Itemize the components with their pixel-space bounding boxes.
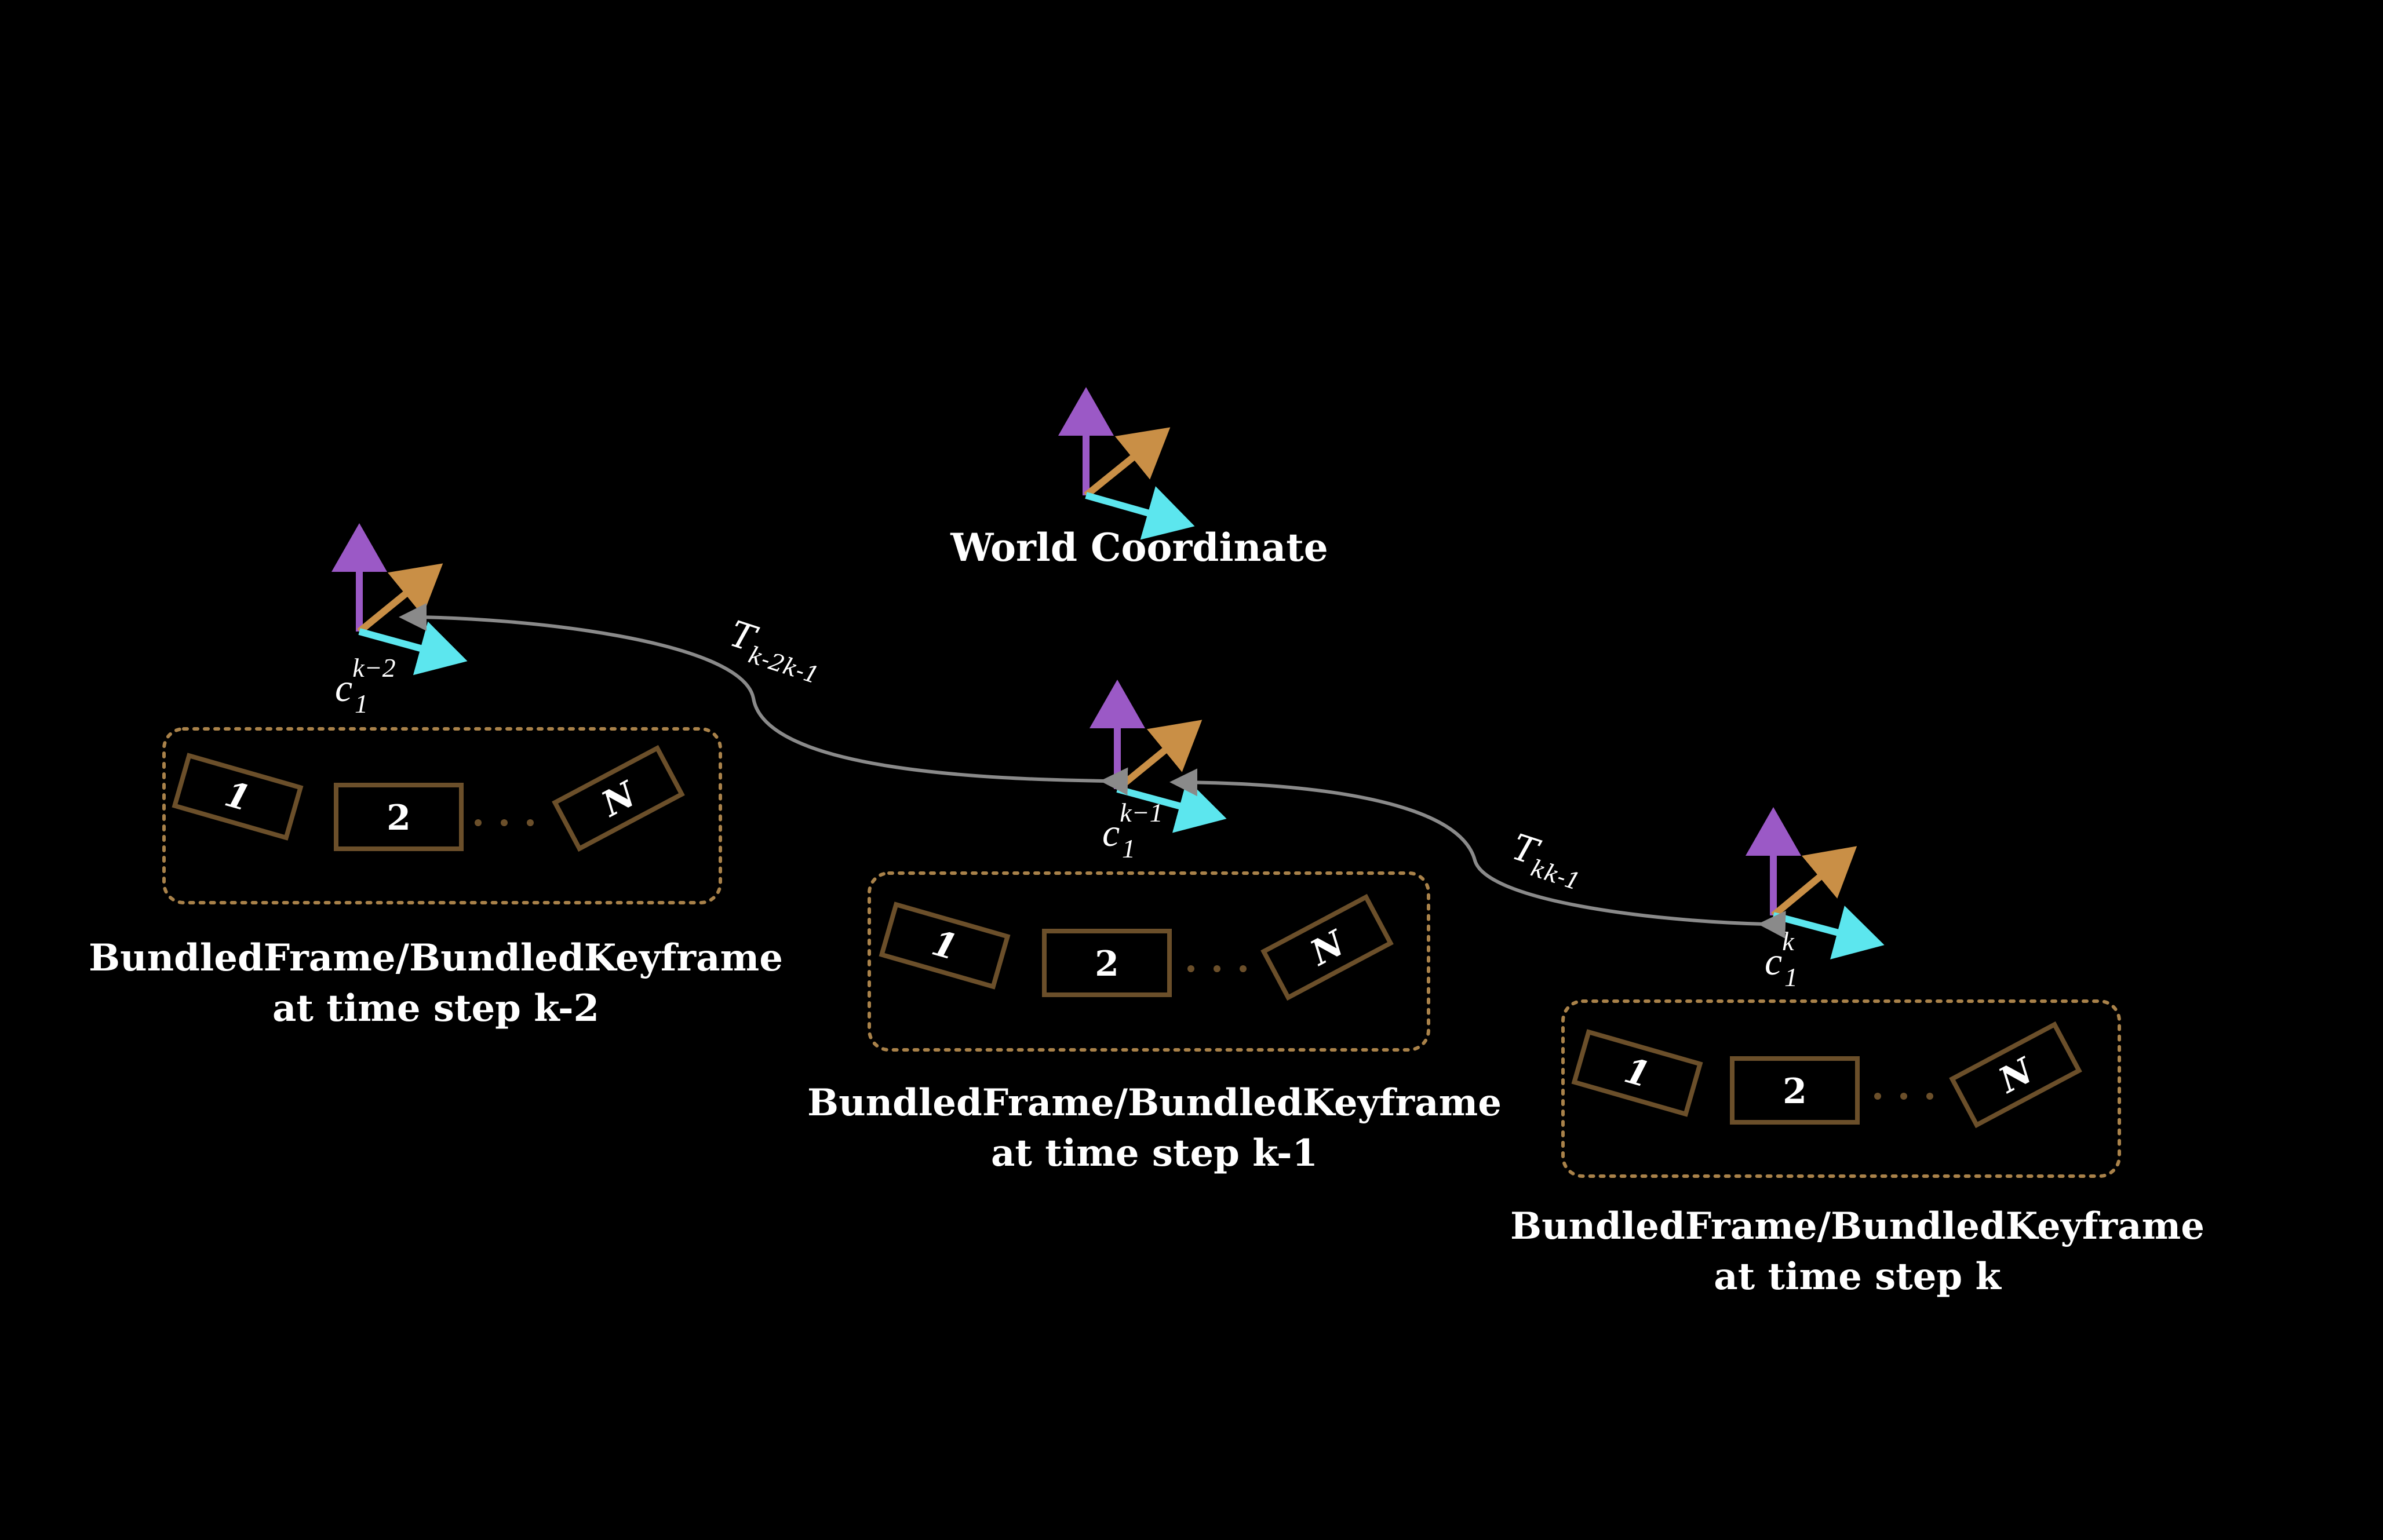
world-axes [1058,387,1195,540]
bundle-k-2-border [162,727,722,904]
bundle-k-ellipsis [1874,1093,1933,1100]
bundle-k-2-caption-line2: at time step k-2 [272,987,599,1030]
svg-text:2: 2 [387,798,411,838]
world-coordinate-label: World Coordinate [950,525,1328,570]
bundle-k-border [1561,999,2121,1178]
transform-arrow-k-k-1 [1169,768,1786,939]
bundle-k-1-caption-line2: at time step k-1 [991,1132,1318,1175]
bundle-k-1-caption-line1: BundledFrame/BundledKeyframe [807,1081,1502,1125]
world-axis-right-icon [1085,486,1195,540]
bundle-k-caption-line1: BundledFrame/BundledKeyframe [1510,1205,2205,1248]
transform-arrow-k-2-k-1 [399,603,1128,795]
cam-k-axis-right-icon [1772,906,1885,959]
world-axis-diag-icon [1084,427,1171,498]
cam-k-axis-diag-icon [1771,846,1857,918]
bundle-k-frame-2: 2 [1730,1056,1860,1125]
cam-k-2-axis-diag-icon [357,563,443,634]
bundle-k-1-border [868,871,1430,1052]
cam-k-1-axis-diag-icon [1115,720,1203,792]
bundle-k-caption-line2: at time step k [1714,1255,2002,1298]
bundle-k-2-ellipsis [475,819,534,826]
bundle-k-2-caption-line1: BundledFrame/BundledKeyframe [89,936,783,980]
svg-text:2: 2 [1095,944,1119,984]
svg-text:2: 2 [1783,1071,1807,1112]
bundle-k-2-frame-2: 2 [334,783,464,851]
bundle-k-1-frame-2: 2 [1042,929,1172,997]
bundle-k-1-ellipsis [1187,965,1247,972]
